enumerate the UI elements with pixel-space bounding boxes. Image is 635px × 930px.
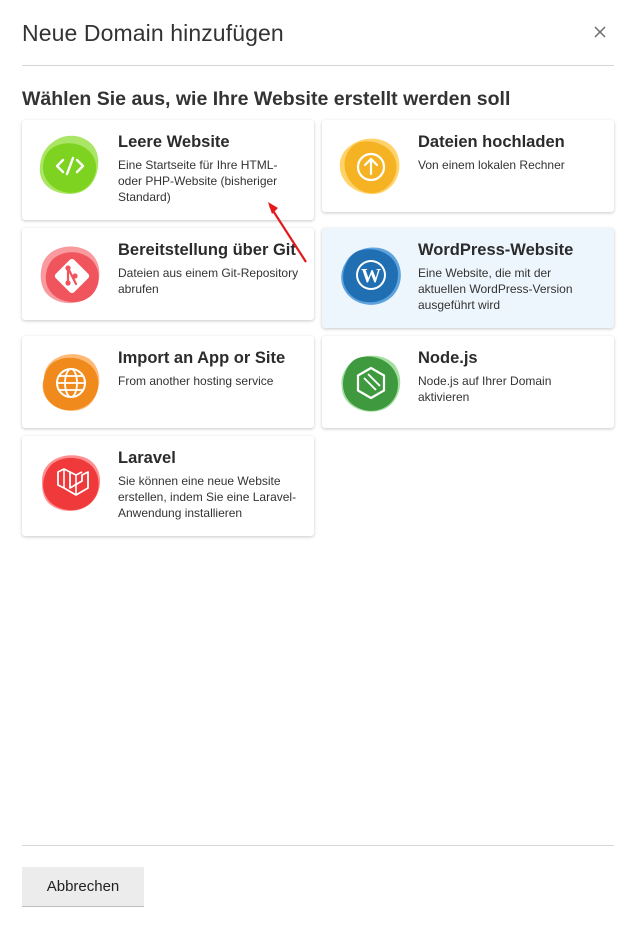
option-title: Laravel [118,449,176,467]
wordpress-icon: W [336,240,404,308]
option-title: Node.js [418,349,478,367]
code-icon [36,132,104,200]
globe-icon [36,348,104,416]
dialog-header: Neue Domain hinzufügen [22,0,614,66]
option-description: Node.js auf Ihrer Domain aktivieren [418,374,552,404]
nodejs-icon [336,348,404,416]
option-title: Bereitstellung über Git [118,241,296,259]
git-icon [36,240,104,308]
option-description: Eine Website, die mit der aktuellen Word… [418,266,573,312]
option-git-deployment[interactable]: Bereitstellung über Git Dateien aus eine… [22,228,314,320]
option-empty-website[interactable]: Leere Website Eine Startseite für Ihre H… [22,120,314,220]
option-laravel[interactable]: Laravel Sie können eine neue Website ers… [22,436,314,536]
option-title: Import an App or Site [118,349,286,367]
option-description: Eine Startseite für Ihre HTML- oder PHP-… [118,158,278,204]
svg-text:W: W [361,265,381,287]
option-title: Leere Website [118,133,230,151]
option-nodejs[interactable]: Node.js Node.js auf Ihrer Domain aktivie… [322,336,614,428]
laravel-icon [36,448,104,516]
dialog-footer: Abbrechen [22,845,614,930]
option-description: From another hosting service [118,374,274,388]
close-icon[interactable] [592,24,608,40]
option-description: Sie können eine neue Website erstellen, … [118,474,297,520]
option-wordpress-website[interactable]: W WordPress-Website Eine Website, die mi… [322,228,614,328]
section-heading: Wählen Sie aus, wie Ihre Website erstell… [22,88,511,110]
dialog-title: Neue Domain hinzufügen [22,20,284,46]
option-description: Von einem lokalen Rechner [418,158,565,172]
option-description: Dateien aus einem Git-Repository abrufen [118,266,299,296]
upload-icon [336,132,404,200]
option-import-app[interactable]: Import an App or Site From another hosti… [22,336,314,428]
cancel-button[interactable]: Abbrechen [22,867,144,907]
option-title: WordPress-Website [418,241,574,259]
option-upload-files[interactable]: Dateien hochladen Von einem lokalen Rech… [322,120,614,212]
option-title: Dateien hochladen [418,133,565,151]
